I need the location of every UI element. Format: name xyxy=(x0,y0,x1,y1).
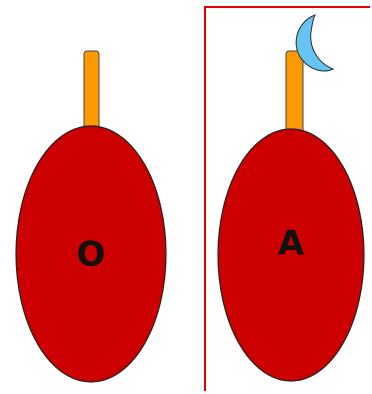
option-label-a: A xyxy=(278,224,305,264)
option-card-a[interactable]: A xyxy=(218,15,364,381)
option-label-o: O xyxy=(77,235,106,275)
option-card-o[interactable]: O xyxy=(16,51,166,382)
